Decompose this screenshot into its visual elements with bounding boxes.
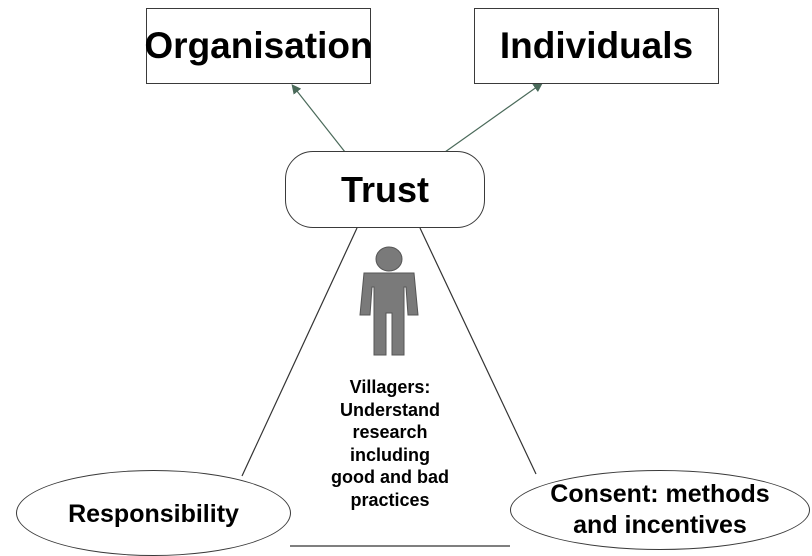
consent-label-line-1: Consent: methods bbox=[550, 479, 770, 508]
arrow-trust-to-organisation bbox=[291, 84, 346, 153]
consent-node: Consent: methods and incentives bbox=[510, 470, 810, 550]
villagers-text: Villagers: Understand research including… bbox=[300, 376, 480, 511]
villagers-line-4: including bbox=[350, 444, 430, 465]
trust-node: Trust bbox=[285, 151, 485, 228]
organisation-label: Organisation bbox=[144, 25, 373, 66]
person-icon bbox=[359, 246, 419, 356]
responsibility-node: Responsibility bbox=[16, 470, 291, 556]
individuals-node: Individuals bbox=[474, 8, 719, 84]
villagers-line-5: good and bad bbox=[331, 467, 449, 487]
consent-label: Consent: methods and incentives bbox=[550, 479, 769, 542]
individuals-label: Individuals bbox=[499, 25, 694, 66]
villagers-line-6: practices bbox=[350, 489, 430, 510]
villagers-line-3: research bbox=[352, 422, 428, 442]
arrow-trust-to-individuals bbox=[444, 82, 543, 153]
line-trust-to-consent bbox=[419, 227, 537, 475]
responsibility-label: Responsibility bbox=[68, 499, 239, 528]
villagers-line-2: Understand bbox=[339, 399, 440, 420]
villagers-line-1: Villagers: bbox=[349, 377, 431, 397]
trust-label: Trust bbox=[340, 168, 429, 210]
line-trust-to-responsibility bbox=[241, 227, 358, 477]
organisation-node: Organisation bbox=[144, 8, 373, 84]
consent-label-line-2: and incentives bbox=[573, 511, 747, 539]
